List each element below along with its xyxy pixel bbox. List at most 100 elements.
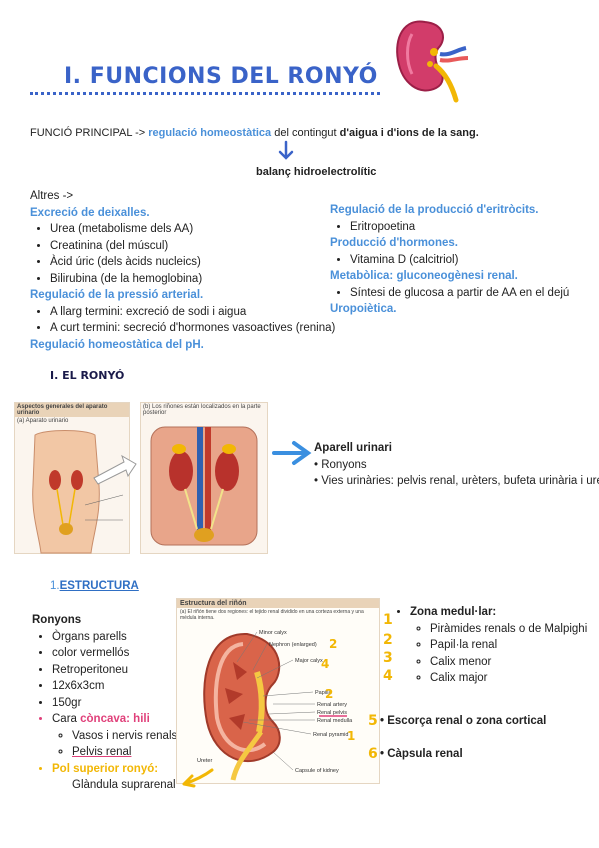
zona-sublist: Piràmides renals o de Malpighi Papil·la … — [410, 621, 595, 687]
list-item: Bilirubina (de la hemoglobina) — [50, 271, 360, 288]
principal-label: FUNCIÓ PRINCIPAL -> — [30, 127, 146, 139]
outline-arrow-icon — [93, 454, 137, 485]
figure-kidney-structure: Estructura del riñón (a) El riñón tiene … — [176, 598, 380, 784]
excrecio-heading: Excreció de deixalles. — [30, 206, 150, 219]
fig2-label: Renal pelvis — [317, 710, 347, 716]
list-item: Pelvis renal — [72, 744, 192, 761]
list-item: Piràmides renals o de Malpighi — [430, 621, 595, 638]
cara-prefix: Cara — [52, 713, 81, 725]
fig2-label: Major calyx — [295, 658, 323, 664]
figure-subtitle: (a) Aparato urinario — [17, 418, 69, 424]
hand-number: 2 — [329, 637, 337, 651]
hand-numbers-column: 1 2 3 4 — [383, 612, 403, 684]
hand-number: 6 — [368, 746, 378, 762]
figure-title: Aspectos generales del aparato urinario — [15, 403, 129, 417]
eritrocits-heading: Regulació de la producció d'eritròcits. — [330, 204, 539, 216]
fig2-label: Renal medulla — [317, 718, 353, 724]
list-item: 150gr — [52, 695, 192, 712]
ronyons-block: Ronyons Òrgans parells color vermellós R… — [32, 612, 192, 794]
zona-list: Zona medul·lar: Piràmides renals o de Ma… — [390, 604, 595, 687]
section-heading-ronyo: I. EL RONYÓ — [50, 369, 125, 382]
hand-number: 4 — [383, 668, 393, 684]
metabolica-heading: Metabòlica: gluconeogènesi renal. — [330, 270, 518, 282]
balance-note: balanç hidroelectrolític — [256, 166, 377, 178]
blue-arrow-icon — [272, 441, 312, 465]
hand-number: 2 — [383, 632, 393, 648]
list-item: Calix menor — [430, 654, 595, 671]
pol-item: Glàndula suprarenal — [72, 779, 176, 791]
capsula-item: • Càpsula renal — [380, 748, 463, 760]
metabolica-list: Síntesi de glucosa a partir de AA en el … — [330, 285, 595, 302]
aparell-item: • Ronyons — [314, 458, 367, 471]
fig2-label: Nephron (enlarged) — [269, 642, 317, 648]
estructura-heading: 1.ESTRUCTURA — [50, 580, 139, 592]
list-item: Síntesi de glucosa a partir de AA en el … — [350, 285, 595, 302]
fig2-label: Renal pyramid — [313, 732, 348, 738]
altres-label: Altres -> — [30, 190, 74, 202]
aparell-urinari: Aparell urinari • Ronyons • Vies urinàri… — [314, 440, 599, 490]
principal-highlight: regulació homeostàtica — [148, 127, 272, 139]
cara-label: còncava: hili — [80, 713, 150, 725]
list-item: Papil·la renal — [430, 637, 595, 654]
list-item: Retroperitoneu — [52, 662, 192, 679]
ronyons-title: Ronyons — [32, 614, 82, 626]
hand-number: 4 — [321, 657, 329, 671]
list-item: Creatinina (del múscul) — [50, 238, 360, 255]
principal-function: FUNCIÓ PRINCIPAL -> regulació homeostàti… — [30, 125, 590, 142]
principal-bold: d'aigua i d'ions de la sang. — [339, 127, 479, 139]
down-arrow-icon — [278, 140, 294, 160]
list-item: Vitamina D (calcitriol) — [350, 252, 595, 269]
yellow-arrow-icon — [182, 768, 214, 788]
ronyons-list: Òrgans parells color vermellós Retroperi… — [32, 629, 192, 778]
fig2-label: Minor calyx — [259, 630, 287, 636]
list-item: Vasos i nervis renals — [72, 728, 192, 745]
page-title: I. FUNCIONS DEL RONYÓ — [64, 64, 378, 89]
capsula-label: Càpsula renal — [387, 748, 463, 760]
fig2-label: Capsule of kidney — [295, 768, 339, 774]
eritrocits-list: Eritropoetina — [330, 219, 595, 236]
hand-number: 3 — [383, 650, 393, 666]
other-functions-right: Regulació de la producció d'eritròcits. … — [330, 202, 595, 318]
other-functions-left: Altres -> Excreció de deixalles. Urea (m… — [30, 188, 360, 353]
title-underline — [30, 92, 380, 95]
list-item: 12x6x3cm — [52, 678, 192, 695]
fig2-label: Renal artery — [317, 702, 347, 708]
list-item: color vermellós — [52, 645, 192, 662]
escorca-label: Escorça renal o zona cortical — [387, 715, 547, 727]
principal-middle: del contingut — [274, 127, 337, 139]
fig2-label: Papilla — [315, 690, 332, 696]
list-item: Pol superior ronyó: — [52, 761, 192, 778]
uropoietica-heading: Uropoiètica. — [330, 303, 397, 315]
kidney-illustration — [396, 20, 469, 103]
list-item: Urea (metabolisme dels AA) — [50, 221, 360, 238]
pol-label: Pol superior ronyó: — [52, 762, 159, 775]
pressio-heading: Regulació de la pressió arterial. — [30, 289, 204, 301]
figure-title: (b) Los riñones están localizados en la … — [143, 404, 261, 416]
torso-illustration — [32, 430, 124, 554]
figure-caption: (a) El riñón tiene dos regiones: el teji… — [180, 609, 364, 621]
hand-number: 2 — [325, 687, 333, 701]
kidney-section-illustration: Minor calyx Nephron (enlarged) Major cal… — [197, 630, 355, 781]
hand-number: 1 — [383, 612, 393, 628]
aparell-item: • Vies urinàries: pelvis renal, urèters,… — [314, 475, 599, 487]
estructura-number: 1. — [50, 580, 60, 592]
estructura-label: ESTRUCTURA — [59, 580, 139, 592]
abdomen-illustration — [150, 426, 258, 546]
list-item: Eritropoetina — [350, 219, 595, 236]
escorca-item: • Escorça renal o zona cortical — [380, 715, 547, 727]
aparell-title: Aparell urinari — [314, 442, 392, 454]
zona-title: Zona medul·lar: — [410, 606, 497, 618]
hormones-heading: Producció d'hormones. — [330, 237, 458, 249]
hili-list: Vasos i nervis renals Pelvis renal — [52, 728, 192, 761]
excrecio-list: Urea (metabolisme dels AA) Creatinina (d… — [30, 221, 360, 287]
list-item: Zona medul·lar: Piràmides renals o de Ma… — [410, 604, 595, 687]
list-item: Àcid úric (dels àcids nucleics) — [50, 254, 360, 271]
figure-title: Estructura del riñón — [177, 599, 379, 608]
list-item: A curt termini: secreció d'hormones vaso… — [50, 320, 360, 337]
list-item: Calix major — [430, 670, 595, 687]
hormones-list: Vitamina D (calcitriol) — [330, 252, 595, 269]
pressio-list: A llarg termini: excreció de sodi i aigu… — [30, 304, 360, 337]
list-item: A llarg termini: excreció de sodi i aigu… — [50, 304, 360, 321]
list-item: Òrgans parells — [52, 629, 192, 646]
hand-number: 1 — [347, 729, 355, 743]
